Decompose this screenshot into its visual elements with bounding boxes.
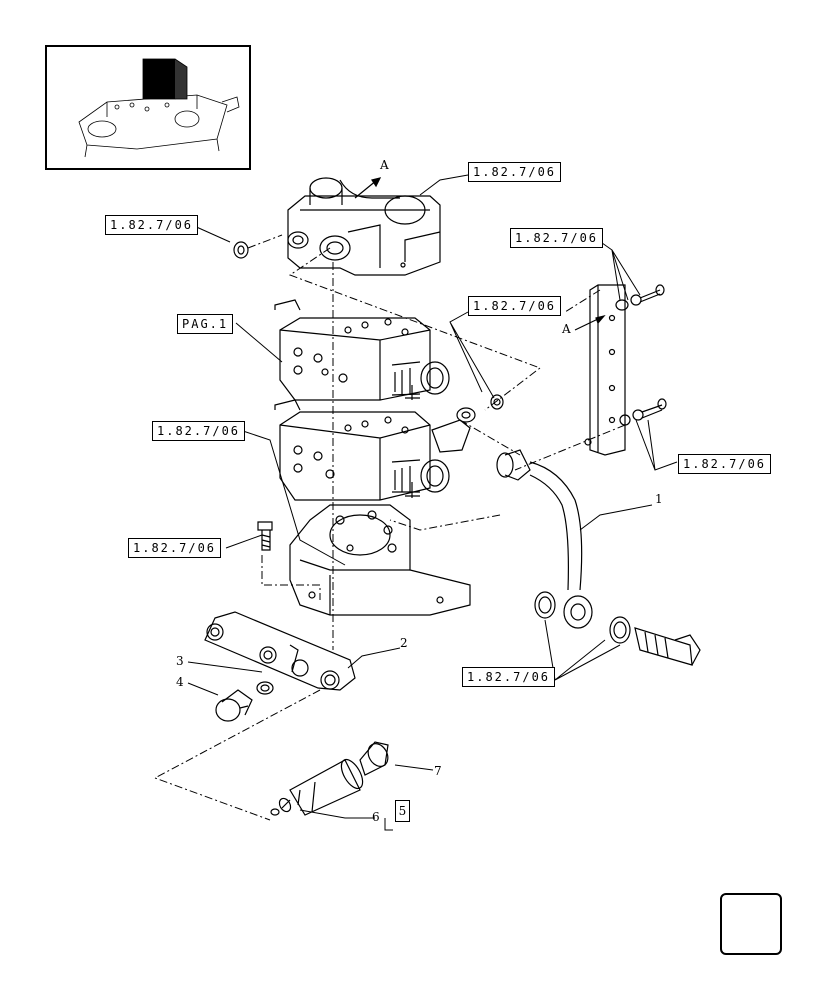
valve-section-lower xyxy=(274,399,476,501)
part-number-1: 1 xyxy=(655,492,663,506)
small-washer xyxy=(233,241,249,259)
view-arrow-top xyxy=(354,177,382,199)
ref-box-valve-fittings[interactable]: 1.82.7/06 xyxy=(468,296,562,316)
ref-box-bolt[interactable]: 1.82.7/06 xyxy=(128,538,222,558)
view-label-a-right: A xyxy=(562,322,571,336)
ref-box-top-left[interactable]: 1.82.7/06 xyxy=(105,215,199,235)
hydraulic-pipe xyxy=(496,449,701,666)
ref-box-pipe-fittings[interactable]: 1.82.7/06 xyxy=(462,667,556,687)
view-arrow-right xyxy=(574,314,606,331)
part-number-3: 3 xyxy=(176,654,184,668)
part-number-2: 2 xyxy=(400,636,408,650)
overview-thumbnail[interactable] xyxy=(45,45,251,170)
ref-box-valve-left[interactable]: 1.82.7/06 xyxy=(152,421,246,441)
ref-box-top[interactable]: 1.82.7/06 xyxy=(468,162,562,182)
part-number-6: 6 xyxy=(372,810,380,824)
base-plate xyxy=(289,504,471,616)
part-number-7: 7 xyxy=(434,764,442,778)
bolt-left xyxy=(257,521,273,551)
valve-washers xyxy=(490,394,504,410)
ref-box-right-upper[interactable]: 1.82.7/06 xyxy=(510,228,604,248)
ref-box-pag[interactable]: PAG.1 xyxy=(177,314,234,334)
cylinder-assembly xyxy=(270,741,389,816)
link-bar xyxy=(204,611,356,691)
group-number-5: 5 xyxy=(395,800,410,822)
part-number-4: 4 xyxy=(176,675,184,689)
view-label-a-top: A xyxy=(380,158,389,172)
washer-and-knob xyxy=(215,681,274,722)
assembly-lines xyxy=(153,234,626,821)
next-page-button[interactable] xyxy=(720,893,782,955)
ref-box-right-lower[interactable]: 1.82.7/06 xyxy=(678,454,772,474)
tractor-hydraulic-lift-thumbnail-icon xyxy=(78,58,240,158)
valve-section-upper xyxy=(274,299,450,401)
top-cover-block xyxy=(287,177,441,276)
right-bracket xyxy=(584,284,667,456)
leader-lines xyxy=(187,174,678,831)
